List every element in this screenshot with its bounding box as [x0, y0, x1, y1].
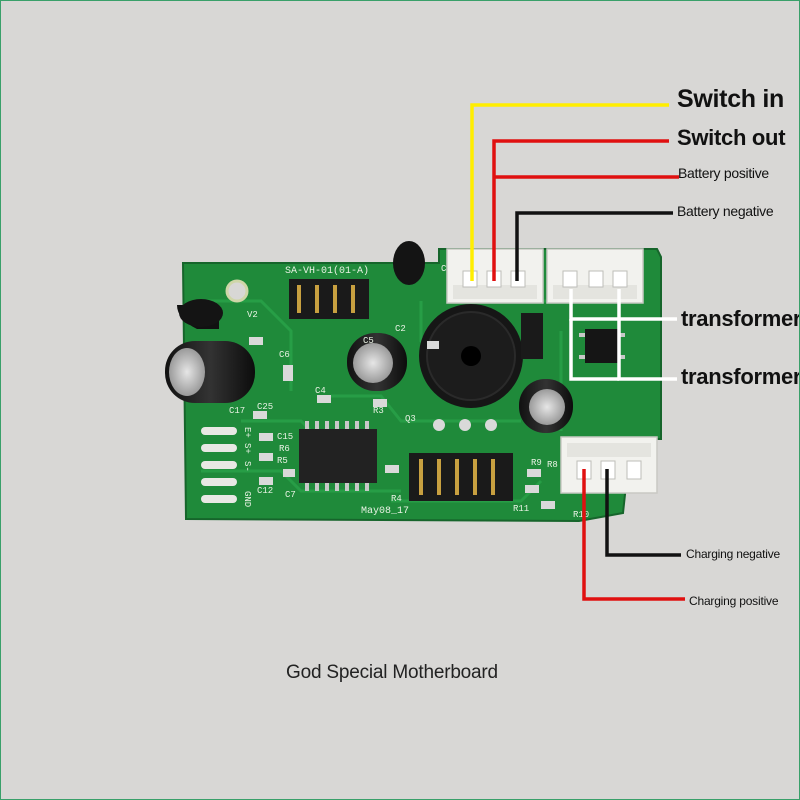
silk-r3: R3 — [373, 406, 384, 416]
silk-date: May08_17 — [361, 506, 409, 517]
wire-battery-negative — [515, 211, 673, 281]
silk-r6: R6 — [279, 444, 290, 454]
silk-e-plus: E+ — [242, 427, 252, 438]
silk-r9: R9 — [531, 458, 542, 468]
label-battery-negative: Battery negative — [677, 203, 774, 219]
label-charging-negative: Charging negative — [686, 547, 781, 561]
connector-charging — [560, 436, 658, 494]
silk-c12: C12 — [257, 486, 273, 496]
wire-switch-in — [470, 103, 669, 281]
silk-r4: R4 — [391, 494, 402, 504]
wire-charging-positive — [582, 469, 685, 601]
label-transformer-1: transformer — [681, 306, 800, 331]
capacitor-middle — [347, 333, 407, 391]
capacitor-large — [165, 341, 255, 403]
label-battery-positive: Battery positive — [678, 165, 769, 181]
silk-c17: C17 — [229, 406, 245, 416]
wire-switch-out — [492, 139, 669, 281]
silk-r5: R5 — [277, 456, 288, 466]
silk-q3: Q3 — [405, 414, 416, 424]
pin-header-bottom — [409, 453, 513, 501]
silk-gnd: GND — [242, 491, 252, 507]
rectifier — [579, 329, 625, 363]
silk-c7: C7 — [285, 490, 296, 500]
label-switch-in: Switch in — [677, 85, 785, 113]
silk-s-minus: S- — [242, 461, 252, 472]
label-transformer-2: transformer — [681, 364, 800, 389]
connector-transformer — [546, 248, 644, 304]
buzzer — [419, 304, 523, 408]
silk-v2: V2 — [247, 310, 258, 320]
silk-c2: C2 — [395, 324, 406, 334]
transistor-left — [177, 299, 223, 329]
silk-r11: R11 — [513, 504, 529, 514]
ic-chip — [299, 421, 377, 491]
silk-c6: C6 — [279, 350, 290, 360]
wire-charging-negative — [605, 469, 681, 557]
silk-r10: R10 — [573, 510, 589, 520]
wire-transformer-bridge — [569, 319, 619, 381]
label-switch-out: Switch out — [677, 125, 786, 150]
silk-c15: C15 — [277, 432, 293, 442]
smd-components — [249, 313, 555, 509]
silk-c5: C5 — [363, 336, 374, 346]
transistor-top — [393, 241, 425, 285]
caption: God Special Motherboard — [286, 662, 498, 683]
silk-s-plus: S+ — [242, 443, 252, 454]
capacitor-right — [519, 379, 573, 433]
silk-c25: C25 — [257, 402, 273, 412]
pin-header-top — [289, 279, 369, 319]
label-charging-positive: Charging positive — [689, 594, 779, 608]
silk-model: SA-VH-01(01-A) — [285, 265, 369, 277]
silk-c4: C4 — [315, 386, 326, 396]
silk-r8: R8 — [547, 460, 558, 470]
